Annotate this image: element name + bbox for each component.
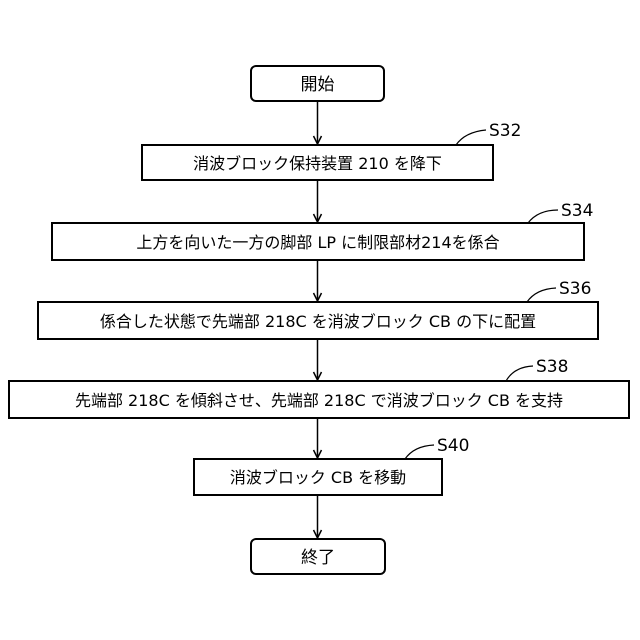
start-terminal: 開始 (251, 66, 384, 101)
step-s36-leader (527, 288, 556, 302)
step-s32-leader (456, 130, 486, 145)
step-s34-id: S34 (561, 201, 593, 221)
step-s40-text: 消波ブロック CB を移動 (230, 468, 406, 487)
step-s40: 消波ブロック CB を移動 S40 (194, 436, 469, 495)
step-s40-id: S40 (437, 436, 469, 456)
step-s32-id: S32 (489, 121, 521, 141)
end-label: 終了 (301, 548, 335, 568)
step-s40-leader (405, 445, 434, 459)
step-s36-id: S36 (559, 279, 591, 299)
step-s38-id: S38 (536, 357, 568, 377)
step-s32: 消波ブロック保持装置 210 を降下 S32 (142, 121, 521, 180)
start-label: 開始 (301, 75, 335, 95)
step-s38-leader (506, 366, 533, 381)
end-terminal: 終了 (251, 539, 385, 574)
step-s36-text: 係合した状態で先端部 218C を消波ブロック CB の下に配置 (100, 312, 536, 331)
step-s34-leader (528, 210, 558, 223)
step-s34: 上方を向いた一方の脚部 LP に制限部材214を係合 S34 (52, 201, 593, 260)
step-s34-text: 上方を向いた一方の脚部 LP に制限部材214を係合 (136, 233, 499, 252)
step-s38-text: 先端部 218C を傾斜させ、先端部 218C で消波ブロック CB を支持 (75, 391, 563, 410)
step-s32-text: 消波ブロック保持装置 210 を降下 (193, 154, 442, 173)
step-s38: 先端部 218C を傾斜させ、先端部 218C で消波ブロック CB を支持 S… (9, 357, 629, 418)
